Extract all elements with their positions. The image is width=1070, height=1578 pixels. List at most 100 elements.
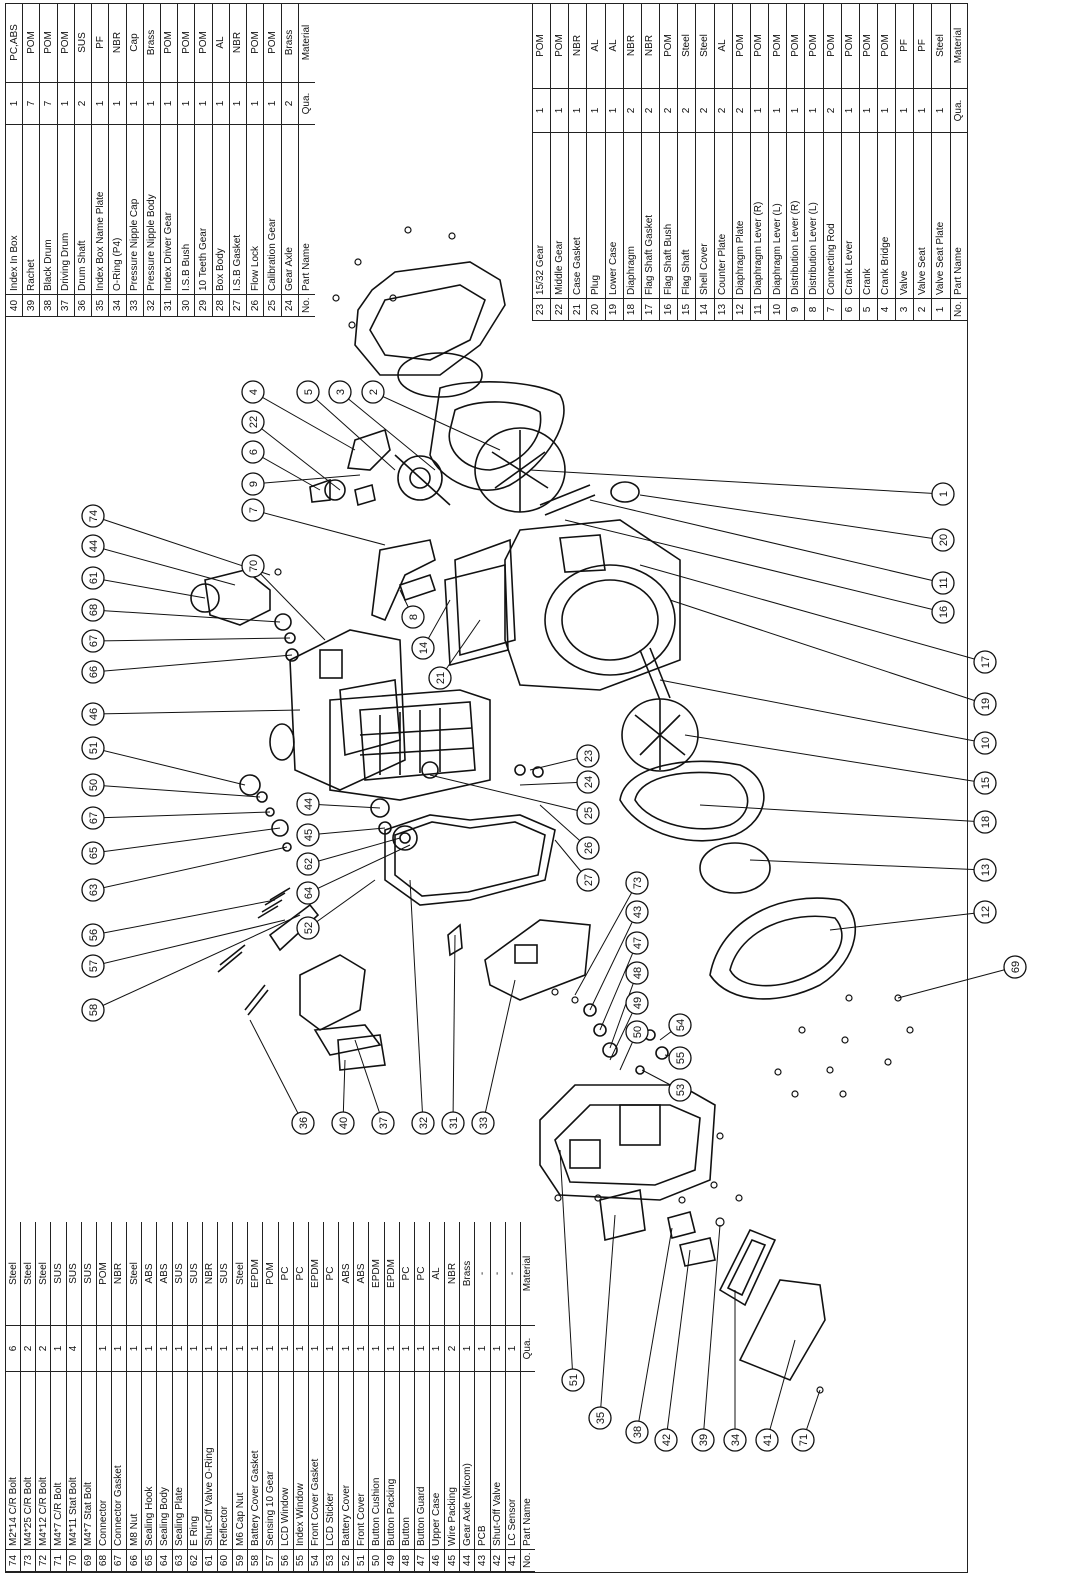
battery-cover (738, 1279, 826, 1381)
callout-circle (81, 806, 105, 830)
callout-label: 19 (980, 698, 992, 710)
callout-61: 61 (81, 566, 105, 590)
leader-line (92, 515, 271, 576)
callout-circle (625, 1420, 649, 1444)
callout-8: 8 (401, 605, 425, 629)
leader-line (252, 421, 341, 491)
leader-line (249, 1019, 304, 1124)
callout-label: 53 (675, 1084, 687, 1096)
callout-23: 23 (576, 744, 600, 768)
callout-41: 41 (755, 1428, 779, 1452)
callout-74: 74 (81, 504, 105, 528)
leader-line (92, 654, 293, 673)
callout-label: 35 (595, 1412, 607, 1424)
callout-52: 52 (296, 916, 320, 940)
callout-circle (411, 636, 435, 660)
callout-circle (81, 702, 105, 726)
callout-34: 34 (723, 1428, 747, 1452)
callout-circle (576, 744, 600, 768)
callout-44: 44 (296, 792, 320, 816)
leader-line (307, 391, 396, 471)
callout-73: 73 (625, 871, 649, 895)
callout-circle (441, 1111, 465, 1135)
leader-line (252, 509, 386, 546)
callout-4: 4 (241, 380, 265, 404)
callout-circle (81, 841, 105, 865)
leader-line (92, 846, 288, 891)
callout-label: 44 (303, 798, 315, 810)
callout-12: 12 (973, 900, 997, 924)
callout-label: 1 (938, 491, 950, 497)
callout-11: 11 (931, 571, 955, 595)
callout-71: 71 (791, 1428, 815, 1452)
callout-label: 34 (730, 1434, 742, 1446)
leader-line (639, 494, 944, 541)
callout-circle (931, 571, 955, 595)
callout-label: 7 (248, 507, 260, 513)
callout-label: 73 (632, 877, 644, 889)
callout-64: 64 (296, 881, 320, 905)
callout-35: 35 (588, 1406, 612, 1430)
leader-line (92, 784, 261, 798)
callout-51: 51 (81, 736, 105, 760)
callout-label: 10 (980, 737, 992, 749)
callout-circle (331, 1111, 355, 1135)
callout-circle (296, 380, 320, 404)
callout-67: 67 (81, 629, 105, 653)
leader-line (307, 803, 381, 809)
leader-line (766, 1339, 796, 1441)
callout-label: 17 (980, 656, 992, 668)
leader-line (589, 911, 638, 1011)
callout-38: 38 (625, 1420, 649, 1444)
callout-label: 32 (418, 1117, 430, 1129)
callout-layer: 1201116171910151813126923542269781421707… (81, 380, 1027, 1452)
callout-label: 65 (88, 847, 100, 859)
callout-circle (755, 1428, 779, 1452)
leader-line (339, 391, 436, 471)
leader-line (92, 899, 276, 936)
callout-circle (241, 440, 265, 464)
callout-circle (81, 954, 105, 978)
callout-circle (931, 528, 955, 552)
callout-circle (81, 998, 105, 1022)
callout-label: 51 (88, 742, 100, 754)
callout-circle (931, 600, 955, 624)
callout-label: 9 (248, 481, 260, 487)
leader-line (92, 637, 291, 642)
leader-line (92, 827, 281, 854)
callout-label: 43 (632, 906, 644, 918)
callout-label: 67 (88, 812, 100, 824)
callout-24: 24 (576, 770, 600, 794)
leader-line (429, 774, 589, 814)
callout-26: 26 (576, 836, 600, 860)
callout-circle (471, 1111, 495, 1135)
leader-line (636, 1227, 673, 1433)
callout-14: 14 (411, 636, 435, 660)
lcd-window (599, 1189, 646, 1241)
callout-6: 6 (241, 440, 265, 464)
leader-line (897, 966, 1016, 999)
leader-line (92, 811, 271, 819)
callout-circle (625, 931, 649, 955)
diaphragm-plate-top (429, 381, 565, 491)
callout-33: 33 (471, 1111, 495, 1135)
leader-line (92, 914, 301, 1011)
callout-55: 55 (668, 1046, 692, 1070)
callout-2: 2 (361, 380, 385, 404)
callout-label: 39 (698, 1434, 710, 1446)
leader-line (829, 911, 986, 931)
callout-circle (576, 868, 600, 892)
leader-line (92, 577, 206, 599)
callout-label: 41 (762, 1434, 774, 1446)
callout-circle (328, 380, 352, 404)
leader-line (639, 564, 986, 663)
callout-18: 18 (973, 810, 997, 834)
callout-circle (1003, 955, 1027, 979)
callout-label: 3 (335, 389, 347, 395)
flag-shaft (539, 484, 671, 701)
callout-36: 36 (291, 1111, 315, 1135)
leader-line (307, 844, 411, 894)
callout-67: 67 (81, 806, 105, 830)
callout-circle (625, 871, 649, 895)
